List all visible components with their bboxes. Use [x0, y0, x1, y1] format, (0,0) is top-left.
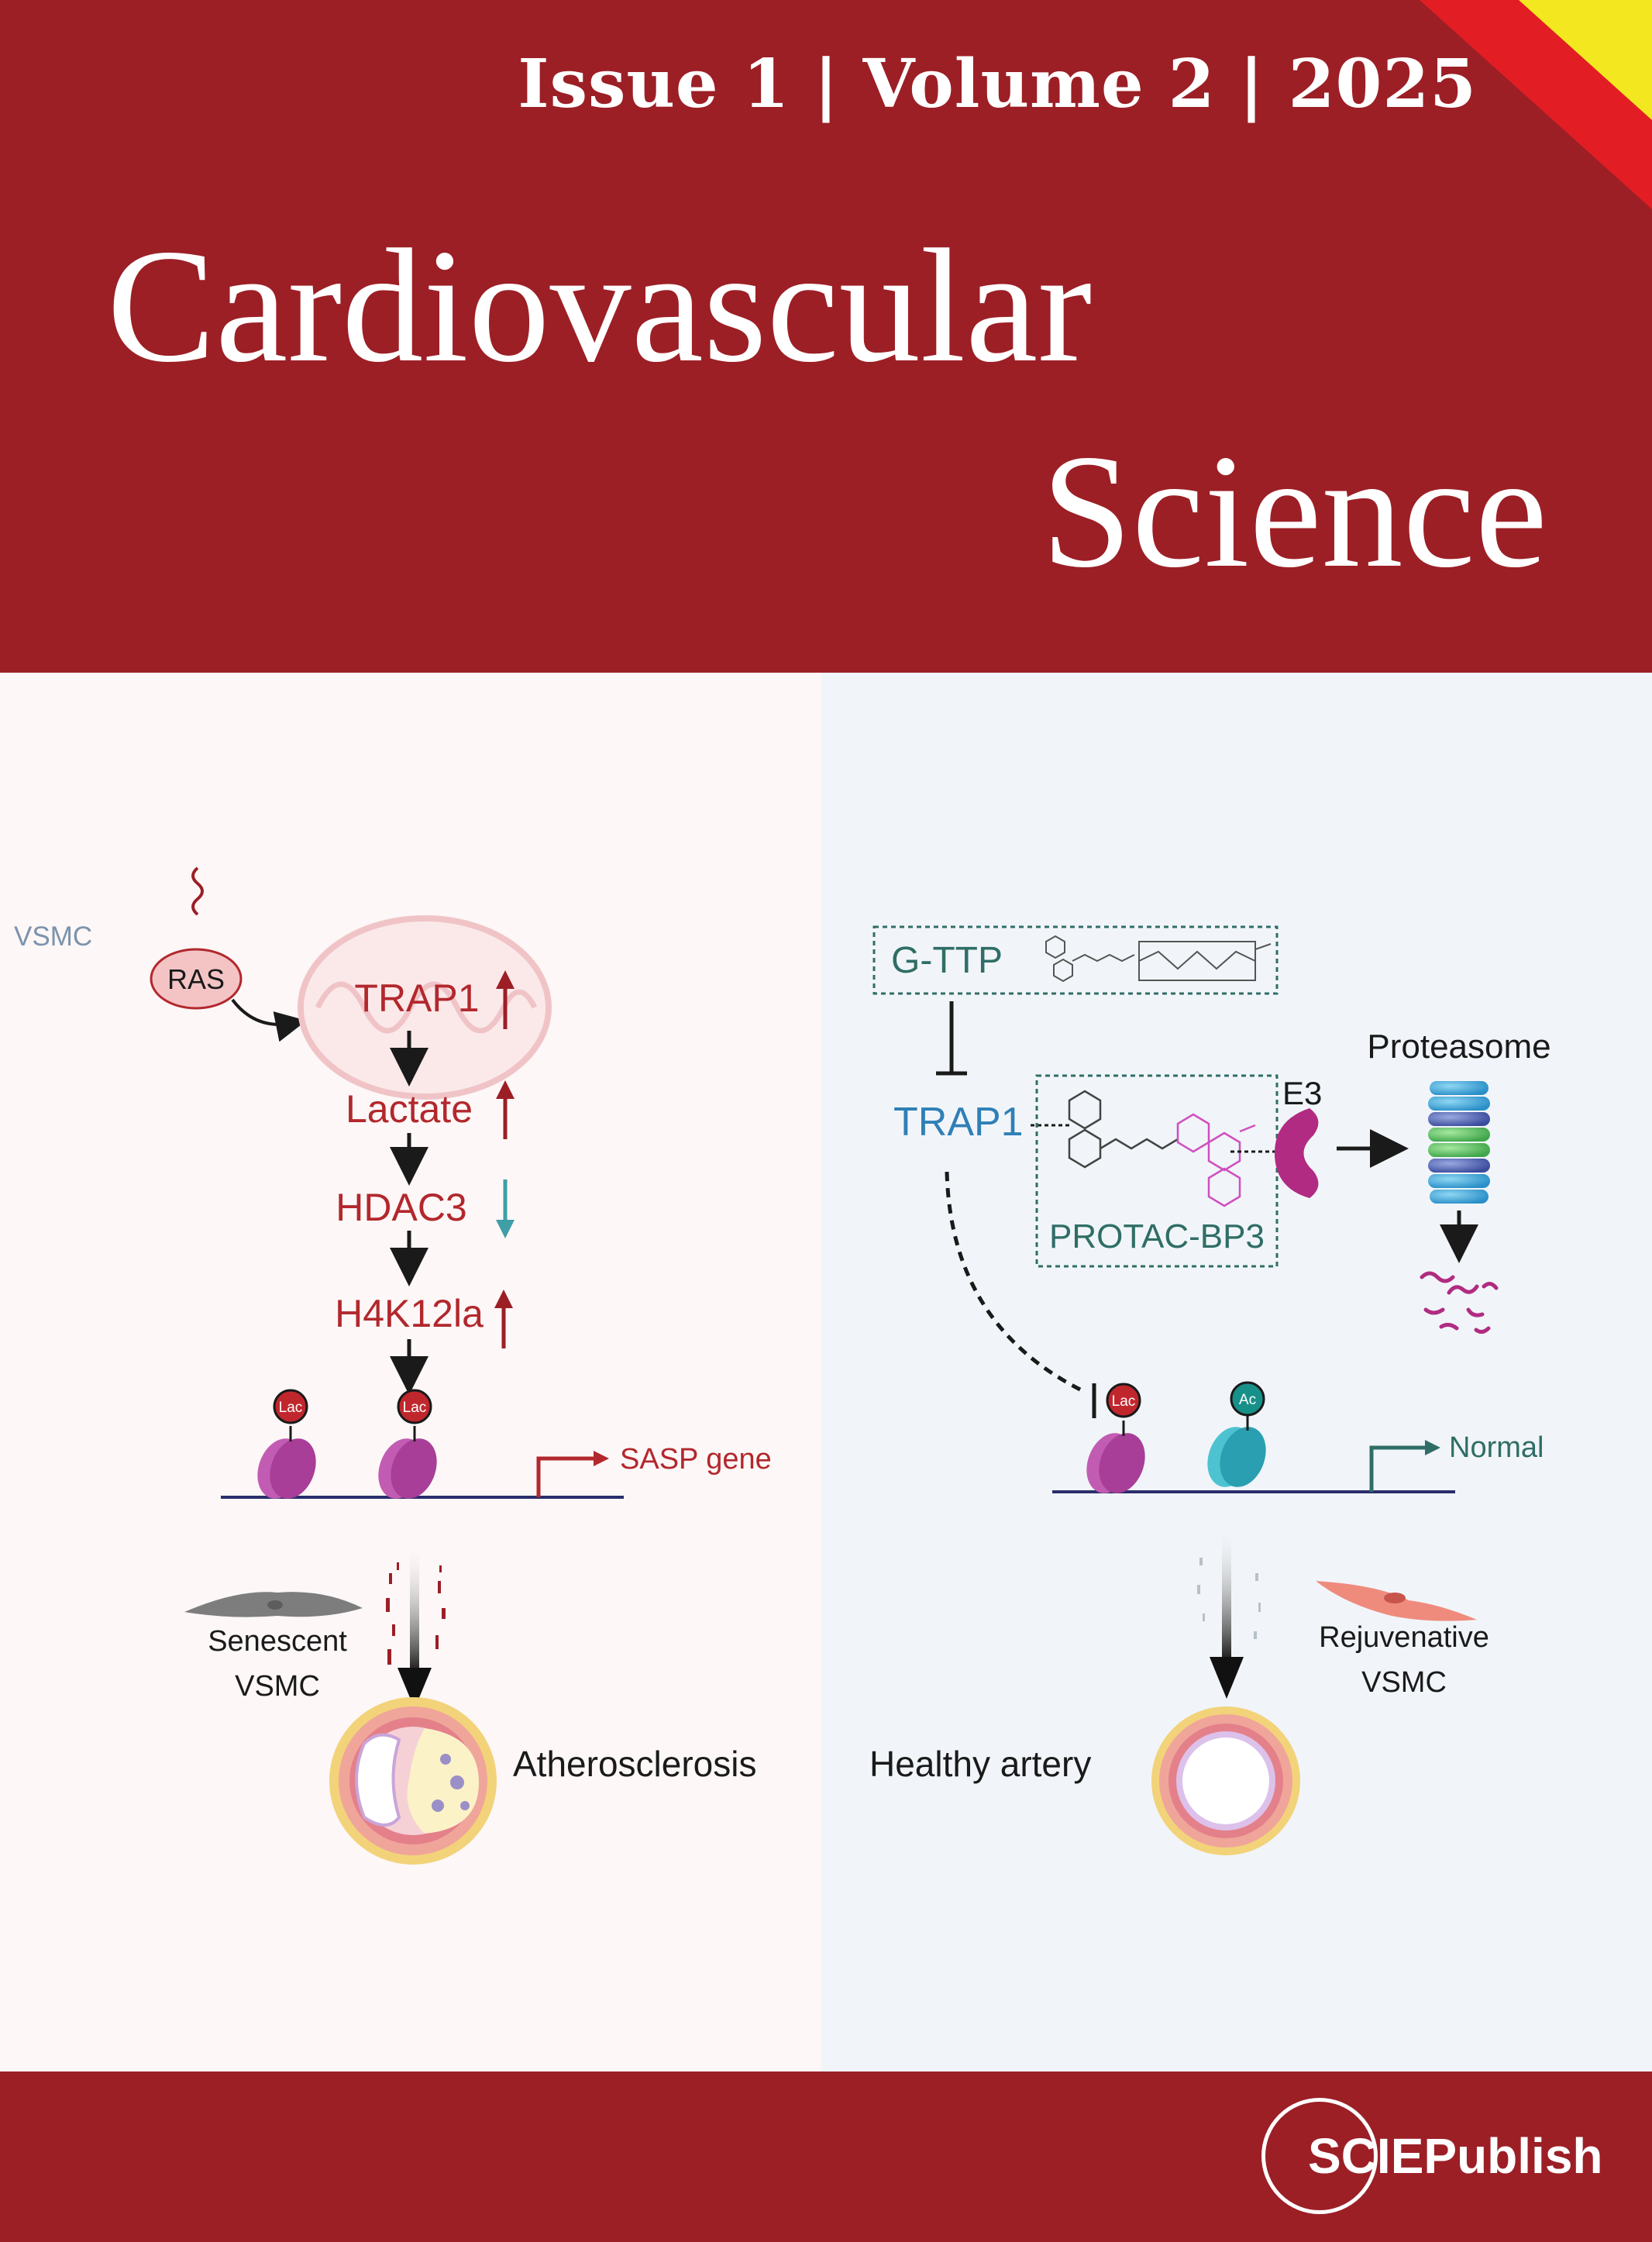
lactylation-mark-icon [1106, 1383, 1141, 1418]
trap1-label-right: TRAP1 [893, 1100, 1024, 1145]
ras-label: RAS [167, 963, 225, 995]
senescent-label-line1: Senescent [208, 1625, 347, 1658]
lactate-up-arrow-icon [496, 1080, 515, 1139]
senescent-label-line2: VSMC [235, 1670, 320, 1703]
degraded-peptides-icon [1420, 1271, 1499, 1335]
protac-bp3-structure-icon [1068, 1090, 1256, 1207]
journal-title-line-1: Cardiovascular [107, 216, 1093, 396]
rejuvenative-label-line1: Rejuvenative [1319, 1621, 1489, 1654]
cover-figure: VSMC RAS TRAP1 Lactate HDAC3 H4K12la [14, 866, 1551, 1865]
proteasome-icon [1428, 1081, 1490, 1204]
rejuvenative-label-line2: VSMC [1361, 1666, 1447, 1699]
publisher-logo-circle [1261, 2098, 1378, 2214]
h4k12la-up-arrow-icon [494, 1290, 513, 1348]
hdac3-label: HDAC3 [336, 1186, 466, 1229]
lac-mark-label: Lac [279, 1400, 303, 1416]
sasp-secretion-arrow [386, 1542, 446, 1709]
nucleosome-icon [378, 1426, 437, 1499]
nucleosome-icon [1086, 1421, 1145, 1493]
protac-bp3-label: PROTAC-BP3 [1049, 1217, 1265, 1255]
cell-nucleus-icon [267, 1600, 283, 1610]
journal-title-line-2: Science [1041, 422, 1547, 601]
nucleosome-icon [257, 1426, 316, 1499]
g-ttp-label: G-TTP [891, 940, 1003, 981]
issue-volume-year: Issue 1 | Volume 2 | 2025 [518, 45, 1477, 123]
lactylation-mark-icon [273, 1389, 308, 1424]
sasp-gene-label: SASP gene [620, 1443, 772, 1476]
ras-to-mitochondrion-arrow [231, 998, 307, 1042]
g-ttp-box [872, 925, 1279, 995]
cover-header: Issue 1 | Volume 2 | 2025 Cardiovascular… [0, 0, 1652, 673]
hdac3-down-arrow-icon [496, 1180, 515, 1238]
nucleosome-icon [1207, 1415, 1266, 1487]
e3-ligase-icon [1275, 1108, 1319, 1198]
vsmc-label: VSMC [14, 921, 92, 952]
healthy-artery-label: Healthy artery [869, 1744, 1091, 1784]
proteasome-label: Proteasome [1367, 1028, 1550, 1066]
normal-gene-promoter-arrow-icon [1369, 1440, 1440, 1492]
publisher-logo-text: SCIEPublish [1308, 2128, 1603, 2184]
trap1-up-arrow-icon [496, 970, 515, 1029]
corner-stripe-decoration [1420, 0, 1652, 209]
ras-protein-icon [150, 866, 243, 1010]
g-ttp-structure-icon [1045, 935, 1272, 983]
healthy-artery-icon [1151, 1706, 1300, 1855]
h4k12la-label: H4K12la [335, 1292, 484, 1335]
lactate-label: Lactate [346, 1087, 473, 1131]
lactylation-mark-icon [397, 1389, 432, 1424]
lac-mark-label: Lac [403, 1400, 427, 1416]
normal-label: Normal [1449, 1431, 1544, 1464]
trap1-label-left: TRAP1 [354, 976, 479, 1020]
acetylation-mark-icon [1230, 1381, 1265, 1417]
normal-secretion-arrow [1197, 1523, 1261, 1699]
lac-mark-label-right: Lac [1112, 1393, 1136, 1410]
ac-mark-label: Ac [1239, 1392, 1256, 1408]
e3-label: E3 [1282, 1075, 1322, 1111]
atherosclerotic-artery-icon [329, 1697, 497, 1865]
protac-box [1035, 1074, 1279, 1268]
trap1-inhibition-curve [945, 1171, 1088, 1395]
atherosclerosis-label: Atherosclerosis [513, 1744, 756, 1784]
cell-nucleus-icon [1384, 1593, 1406, 1603]
sasp-gene-promoter-arrow-icon [536, 1451, 609, 1497]
